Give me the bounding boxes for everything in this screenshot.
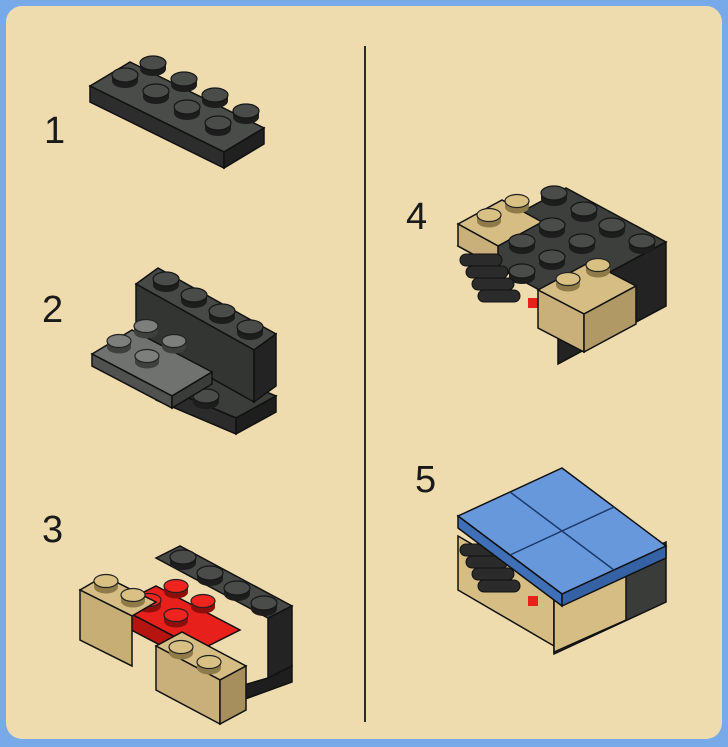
step-1-illustration <box>90 56 264 168</box>
step-2-illustration <box>92 268 276 434</box>
step-4-illustration <box>458 186 666 364</box>
step-3-illustration <box>80 546 292 724</box>
step-illustrations <box>6 6 722 739</box>
step-5-illustration <box>458 468 666 654</box>
instructions-panel: 1 2 3 4 5 <box>6 6 722 739</box>
